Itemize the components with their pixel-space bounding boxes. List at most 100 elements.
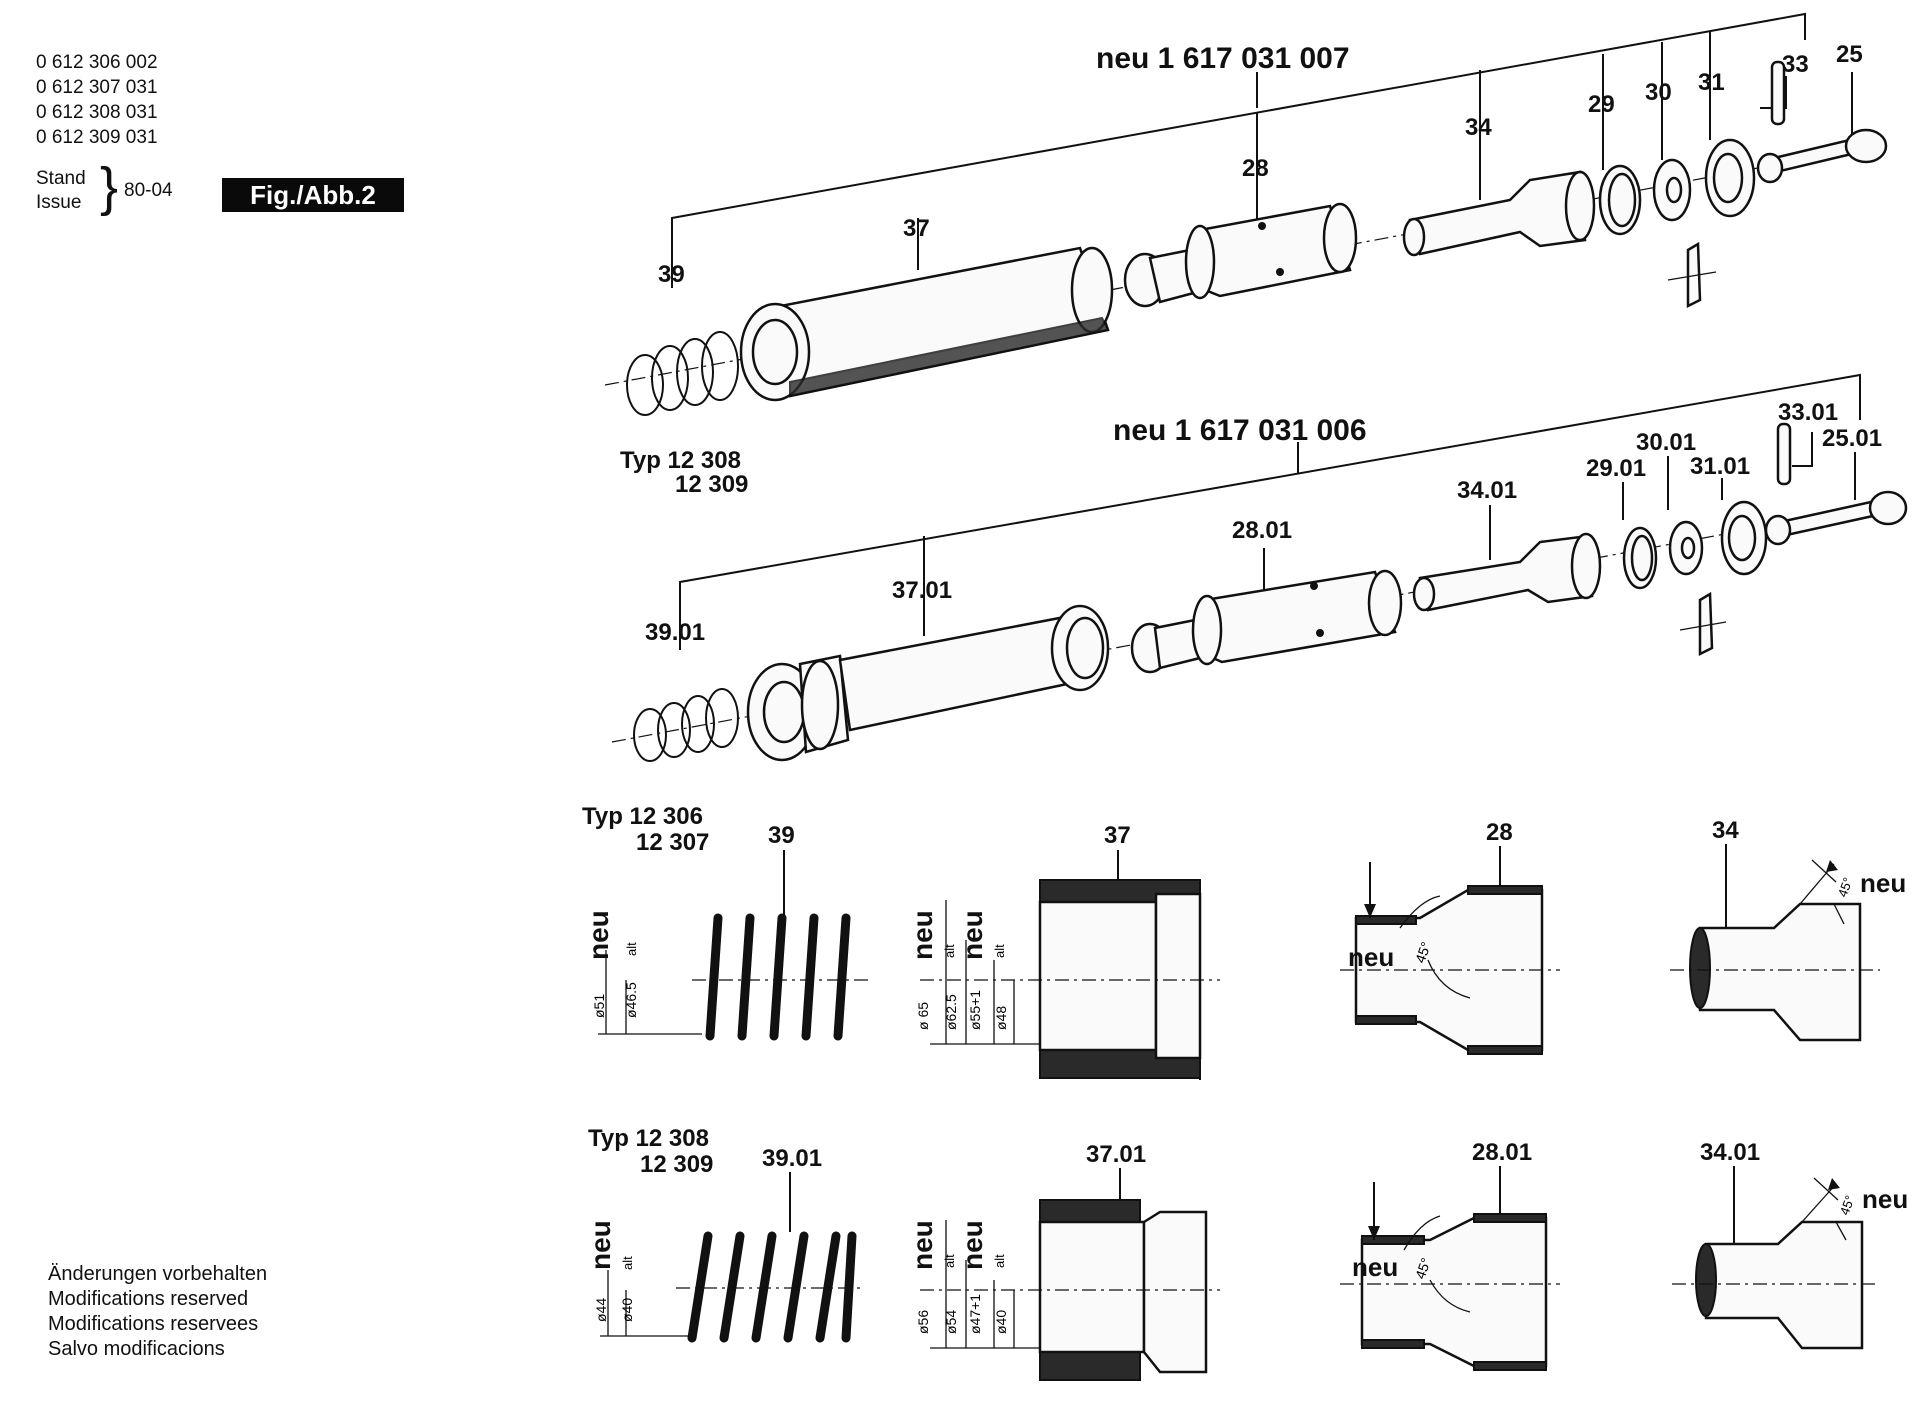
part-label: 30.01 bbox=[1636, 429, 1696, 456]
dimension-label: ø55+1 bbox=[967, 990, 983, 1030]
alt-label: alt bbox=[992, 944, 1007, 958]
pin-part bbox=[1776, 422, 1792, 486]
product-code: 0 612 307 031 bbox=[36, 77, 158, 98]
type-label: Typ 12 308 bbox=[620, 447, 741, 474]
neu-label: neu bbox=[1862, 1184, 1908, 1214]
modifications-line: Modifications reservees bbox=[48, 1313, 259, 1335]
neu-label: neu bbox=[1352, 1252, 1398, 1282]
washer-part bbox=[1652, 158, 1717, 309]
piston-detail: 28.01 neu 45° bbox=[1340, 1139, 1560, 1371]
spring-detail: 39 neu ø51 ø46.5 alt bbox=[583, 822, 870, 1041]
part-label: 39.01 bbox=[762, 1145, 822, 1172]
part-label: 29.01 bbox=[1586, 455, 1646, 482]
dimension-label: ø40 bbox=[993, 1310, 1009, 1334]
part-label: 28 bbox=[1486, 819, 1513, 846]
piston-detail: 28 neu 45° bbox=[1340, 819, 1560, 1055]
spring-detail: 39.01 neu ø44 ø40 alt bbox=[585, 1145, 860, 1343]
dimension-label: ø54 bbox=[943, 1310, 959, 1334]
type-label: 12 309 bbox=[640, 1151, 713, 1178]
modifications-line: Salvo modificacions bbox=[48, 1338, 225, 1360]
type-label: 12 307 bbox=[636, 829, 709, 856]
alt-label: alt bbox=[942, 944, 957, 958]
part-label: 33.01 bbox=[1778, 399, 1838, 426]
neu-label: neu bbox=[1348, 942, 1394, 972]
spring-part bbox=[633, 688, 739, 762]
spring-part bbox=[626, 331, 739, 416]
part-label: 29 bbox=[1588, 91, 1615, 118]
kit-number-label: neu 1 617 031 007 bbox=[1096, 42, 1350, 75]
part-label: 39.01 bbox=[645, 619, 705, 646]
part-label: 33 bbox=[1782, 51, 1809, 78]
product-code: 0 612 309 031 bbox=[36, 127, 158, 148]
part-label: 34.01 bbox=[1700, 1139, 1760, 1166]
product-code-list: 0 612 306 002 0 612 307 031 0 612 308 03… bbox=[36, 50, 158, 150]
dimension-label: ø51 bbox=[591, 994, 607, 1018]
angle-label: 45° bbox=[1835, 875, 1856, 899]
cylinder-part bbox=[746, 604, 1110, 762]
dimension-label: ø44 bbox=[593, 1298, 609, 1322]
neu-label: neu bbox=[907, 910, 938, 960]
brace-icon: } bbox=[100, 157, 119, 217]
part-label: 28.01 bbox=[1232, 517, 1292, 544]
ring-part bbox=[1622, 526, 1658, 590]
nut-part bbox=[1704, 138, 1756, 218]
part-label: 39 bbox=[768, 822, 795, 849]
striker-part bbox=[1412, 532, 1602, 612]
connecting-rod-part bbox=[1764, 490, 1908, 546]
modifications-notice: Änderungen vorbehalten Modifications res… bbox=[48, 1262, 267, 1362]
product-code: 0 612 308 031 bbox=[36, 102, 158, 123]
detail-row-2: Typ 12 308 12 309 39.01 neu ø44 ø40 alt bbox=[585, 1125, 1908, 1381]
alt-label: alt bbox=[624, 942, 639, 956]
neu-label: neu bbox=[957, 1220, 988, 1270]
product-code: 0 612 306 002 bbox=[36, 52, 158, 73]
modifications-line: Modifications reserved bbox=[48, 1288, 249, 1310]
alt-label: alt bbox=[942, 1254, 957, 1268]
detail-row-1: Typ 12 306 12 307 39 neu ø51 ø46.5 alt bbox=[582, 803, 1906, 1080]
type-label: 12 309 bbox=[675, 471, 748, 498]
part-label: 25.01 bbox=[1822, 425, 1882, 452]
part-label: 31 bbox=[1698, 69, 1725, 96]
striker-detail: 34.01 45° neu bbox=[1672, 1139, 1908, 1350]
piston-part bbox=[1130, 569, 1403, 674]
neu-label: neu bbox=[957, 910, 988, 960]
assembly-top: neu 1 617 031 007 39 37 28 34 29 30 31 3… bbox=[604, 12, 1888, 416]
issue-label: Issue bbox=[36, 192, 82, 213]
alt-label: alt bbox=[620, 1256, 635, 1270]
part-label: 28.01 bbox=[1472, 1139, 1532, 1166]
dimension-label: ø 65 bbox=[915, 1002, 931, 1030]
cylinder-detail: 37 neu ø 65 ø62.5 alt neu ø55+1 ø48 alt bbox=[907, 822, 1220, 1080]
dimension-label: ø47+1 bbox=[967, 1294, 983, 1334]
dimension-label: ø62.5 bbox=[943, 994, 959, 1030]
striker-detail: 34 45° neu bbox=[1670, 817, 1906, 1042]
cylinder-detail: 37.01 neu ø56 ø54 alt neu ø47+1 ø40 alt bbox=[907, 1141, 1220, 1381]
angle-label: 45° bbox=[1412, 940, 1434, 965]
type-label: Typ 12 308 bbox=[588, 1125, 709, 1152]
neu-label: neu bbox=[1860, 868, 1906, 898]
cylinder-part bbox=[739, 246, 1114, 402]
part-label: 30 bbox=[1645, 79, 1672, 106]
angle-label: 45° bbox=[1412, 1256, 1434, 1281]
center-axis bbox=[611, 504, 1881, 743]
stand-label: Stand bbox=[36, 168, 86, 189]
part-label: 34.01 bbox=[1457, 477, 1517, 504]
alt-label: alt bbox=[992, 1254, 1007, 1268]
angle-label: 45° bbox=[1837, 1193, 1858, 1217]
neu-label: neu bbox=[583, 910, 614, 960]
part-label: 25 bbox=[1836, 41, 1863, 68]
dimension-label: ø56 bbox=[915, 1310, 931, 1334]
part-label: 37.01 bbox=[892, 577, 952, 604]
leader-frame bbox=[671, 12, 1806, 288]
part-label: 37 bbox=[903, 215, 930, 242]
piston-part bbox=[1123, 202, 1358, 308]
part-label: 34 bbox=[1712, 817, 1739, 844]
washer-part bbox=[1668, 520, 1727, 657]
part-label: 39 bbox=[658, 261, 685, 288]
part-label: 28 bbox=[1242, 155, 1269, 182]
neu-label: neu bbox=[907, 1220, 938, 1270]
part-label: 37.01 bbox=[1086, 1141, 1146, 1168]
striker-part bbox=[1402, 170, 1596, 257]
part-label: 34 bbox=[1465, 114, 1492, 141]
connecting-rod-part bbox=[1756, 128, 1888, 184]
modifications-line: Änderungen vorbehalten bbox=[48, 1263, 268, 1285]
